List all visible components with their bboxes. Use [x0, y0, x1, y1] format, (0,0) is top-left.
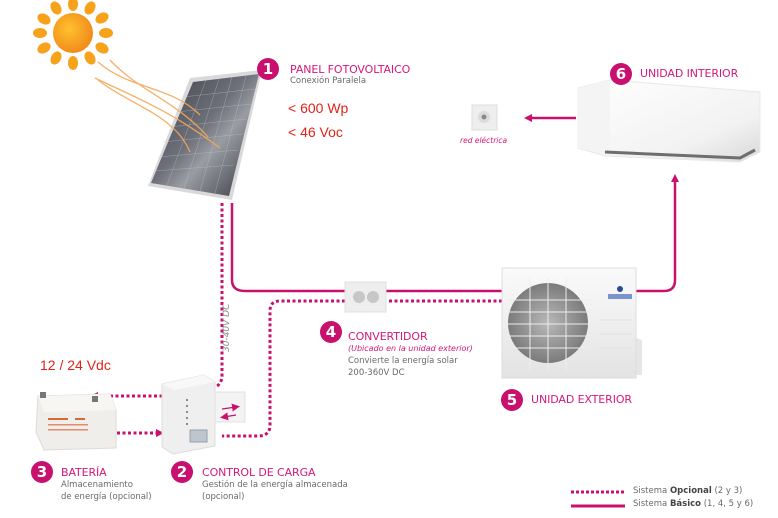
- legend-optional-suffix: (2 y 3): [711, 486, 743, 496]
- badge-5: 5: [501, 389, 523, 411]
- converter-note: (Ubicado en la unidad exterior): [348, 344, 473, 353]
- title-convertidor: CONVERTIDOR: [348, 330, 428, 343]
- title-bateria: BATERÍA: [61, 466, 107, 479]
- outdoor-unit-icon: [501, 267, 642, 379]
- title-control-de-carga: CONTROL DE CARGA: [202, 466, 316, 479]
- badge-3: 3: [31, 461, 53, 483]
- legend-optional-bold: Opcional: [669, 486, 712, 496]
- controller-desc-1: Gestión de la energía almacenada: [202, 480, 348, 490]
- charge-controller-icon: [161, 374, 246, 455]
- battery-desc-2: de energía (opcional): [61, 492, 152, 502]
- battery-desc-1: Almacenamiento: [61, 480, 133, 490]
- legend-basic: Sistema Básico (1, 4, 5 y 6): [633, 499, 753, 509]
- legend-optional: Sistema Opcional (2 y 3): [633, 486, 742, 496]
- badge-6: 6: [610, 63, 632, 85]
- indoor-unit-icon: [577, 79, 761, 163]
- badge-1: 1: [257, 58, 279, 80]
- legend-basic-bold: Básico: [669, 499, 702, 509]
- converter-box-icon: [344, 281, 387, 313]
- battery-icon: [35, 392, 117, 451]
- battery-voltage: 12 / 24 Vdc: [40, 357, 111, 373]
- badge-2: 2: [171, 461, 193, 483]
- legend-optional-prefix: Sistema: [633, 486, 670, 496]
- sun-rays: [94, 59, 221, 153]
- spec-power: < 600 Wp: [288, 100, 349, 116]
- optional-system-lines: [84, 203, 502, 438]
- converter-desc-2: 200-360V DC: [348, 368, 405, 378]
- title-unidad-interior: UNIDAD INTERIOR: [640, 67, 739, 80]
- converter-desc-1: Convierte la energía solar: [348, 356, 458, 366]
- title-panel-fotovoltaico: PANEL FOTOVOLTAICO: [290, 63, 411, 76]
- legend-basic-prefix: Sistema: [633, 499, 670, 509]
- sun-icon: [33, 0, 113, 70]
- title-unidad-exterior: UNIDAD EXTERIOR: [531, 393, 632, 406]
- legend-lines: [571, 490, 625, 508]
- solar-panel-icon: [148, 70, 262, 200]
- legend-basic-suffix: (1, 4, 5 y 6): [701, 499, 754, 509]
- controller-desc-2: (opcional): [202, 492, 245, 502]
- basic-system-lines: [230, 114, 679, 293]
- grid-label: red eléctrica: [460, 136, 508, 145]
- badge-4: 4: [320, 321, 342, 343]
- dc-voltage-label: 30-40V DC: [222, 303, 232, 352]
- subtitle-panel: Conexión Paralela: [290, 76, 367, 86]
- power-outlet-icon: [471, 104, 498, 131]
- spec-voltage: < 46 Voc: [288, 124, 343, 140]
